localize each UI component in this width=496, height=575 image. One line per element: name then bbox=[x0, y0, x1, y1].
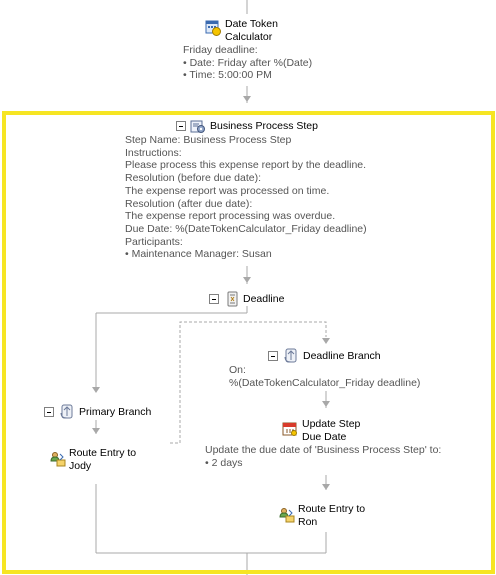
detail-line: The expense report was processed on time… bbox=[125, 184, 330, 197]
route-user-icon bbox=[279, 508, 295, 523]
detail-line: • Date: Friday after %(Date) bbox=[183, 56, 313, 69]
collapse-toggle[interactable] bbox=[209, 294, 219, 304]
selection-highlight-frame bbox=[2, 111, 495, 574]
bps-details: Step Name: Business Process Step Instruc… bbox=[125, 134, 367, 261]
route-ron-title-line1: Route Entry to bbox=[298, 503, 366, 515]
detail-line: Update the due date of 'Business Process… bbox=[205, 444, 442, 456]
deadline-branch-details: On: %(DateTokenCalculator_Friday deadlin… bbox=[229, 364, 420, 389]
detail-line: Please process this expense report by th… bbox=[125, 159, 367, 172]
date-token-details: Friday deadline: • Date: Friday after %(… bbox=[183, 44, 312, 82]
detail-line: %(DateTokenCalculator_Friday deadline) bbox=[229, 376, 421, 389]
detail-line: • Time: 5:00:00 PM bbox=[183, 69, 272, 82]
update-step-details: Update the due date of 'Business Process… bbox=[205, 444, 441, 469]
collapse-toggle[interactable] bbox=[268, 351, 278, 361]
detail-line: • 2 days bbox=[205, 456, 243, 469]
primary-branch-title: Primary Branch bbox=[79, 406, 152, 418]
route-jody-title-line1: Route Entry to bbox=[69, 447, 137, 459]
collapse-toggle[interactable] bbox=[176, 121, 186, 131]
date-token-title-line2: Calculator bbox=[225, 31, 273, 43]
route-jody-title-line2: Jody bbox=[69, 460, 92, 472]
collapse-toggle[interactable] bbox=[44, 407, 54, 417]
update-step-title-line1: Update Step bbox=[302, 418, 361, 430]
detail-line: On: bbox=[229, 364, 246, 376]
detail-line: Due Date: %(DateTokenCalculator_Friday d… bbox=[125, 222, 367, 235]
detail-line: • Maintenance Manager: Susan bbox=[125, 248, 272, 261]
detail-line: Friday deadline: bbox=[183, 44, 258, 56]
deadline-branch-title: Deadline Branch bbox=[303, 350, 381, 362]
route-user-icon bbox=[50, 452, 66, 467]
bps-title: Business Process Step bbox=[210, 120, 318, 132]
deadline-icon bbox=[227, 291, 238, 307]
date-token-title-line1: Date Token bbox=[225, 18, 278, 30]
calendar-icon bbox=[282, 422, 297, 436]
detail-line: The expense report processing was overdu… bbox=[125, 210, 336, 223]
branch-icon bbox=[284, 348, 297, 363]
deadline-title: Deadline bbox=[243, 293, 285, 305]
detail-line: Resolution (after due date): bbox=[125, 197, 253, 210]
detail-line: Step Name: Business Process Step bbox=[125, 134, 292, 146]
detail-line: Instructions: bbox=[125, 146, 182, 159]
process-step-icon bbox=[190, 120, 205, 133]
detail-line: Participants: bbox=[125, 235, 183, 248]
update-step-title-line2: Due Date bbox=[302, 431, 347, 443]
branch-icon bbox=[60, 404, 73, 419]
route-ron-title-line2: Ron bbox=[298, 516, 318, 528]
calculator-icon bbox=[205, 20, 221, 36]
detail-line: Resolution (before due date): bbox=[125, 172, 262, 185]
